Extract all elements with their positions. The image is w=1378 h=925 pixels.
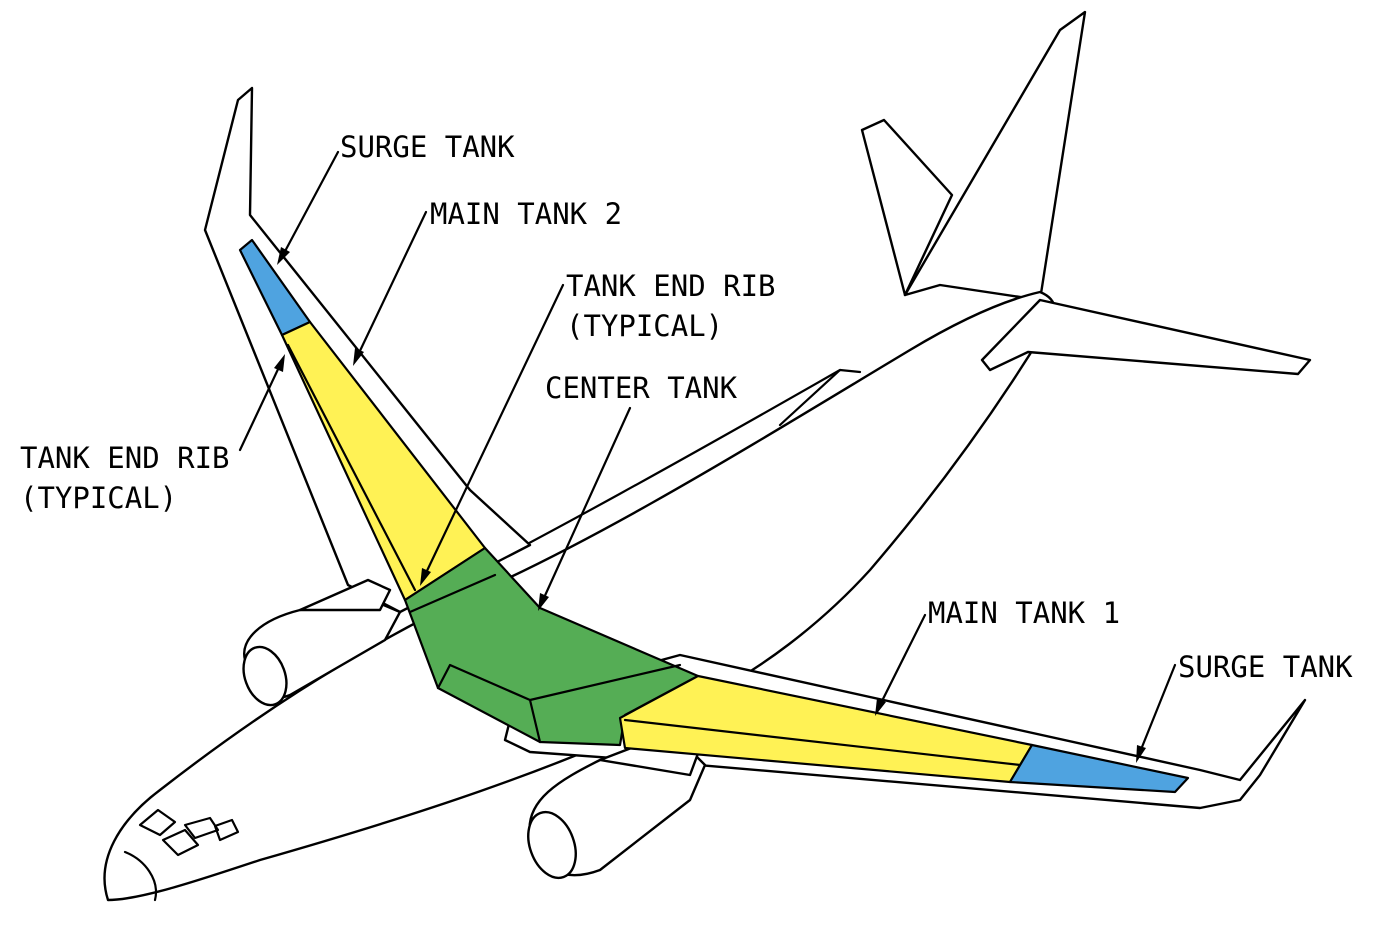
label-center-tank: CENTER TANK [545, 371, 738, 405]
cockpit-windows [138, 808, 240, 857]
label-tank-end-rib-left-line1: TANK END RIB [20, 441, 230, 475]
label-surge-tank-right: SURGE TANK [1178, 650, 1353, 684]
fuselage-lower-line [778, 368, 862, 427]
right-wing-spar-line [623, 718, 1022, 767]
label-main-tank-1: MAIN TANK 1 [928, 596, 1120, 630]
vertical-stabilizer [903, 10, 1087, 302]
label-tank-end-rib-upper-line2: (TYPICAL) [566, 309, 723, 343]
right-horizontal-stabilizer [980, 298, 1312, 376]
right-engine-inlet [527, 810, 577, 880]
right-surge-tank [1008, 743, 1190, 794]
label-surge-tank-left: SURGE TANK [340, 130, 515, 164]
nose-radome [123, 850, 158, 902]
left-wing-spar-line [286, 343, 417, 592]
leader-lines [238, 150, 1177, 763]
left-horizontal-stabilizer [860, 118, 954, 297]
left-engine-inlet [242, 645, 288, 707]
label-tank-end-rib-left-line2: (TYPICAL) [20, 481, 177, 515]
center-tank-rib-line [408, 573, 682, 744]
left-wing [203, 86, 532, 614]
label-main-tank-2: MAIN TANK 2 [430, 197, 622, 231]
left-engine-pylon [298, 578, 392, 612]
label-tank-end-rib-upper-line1: TANK END RIB [566, 269, 776, 303]
